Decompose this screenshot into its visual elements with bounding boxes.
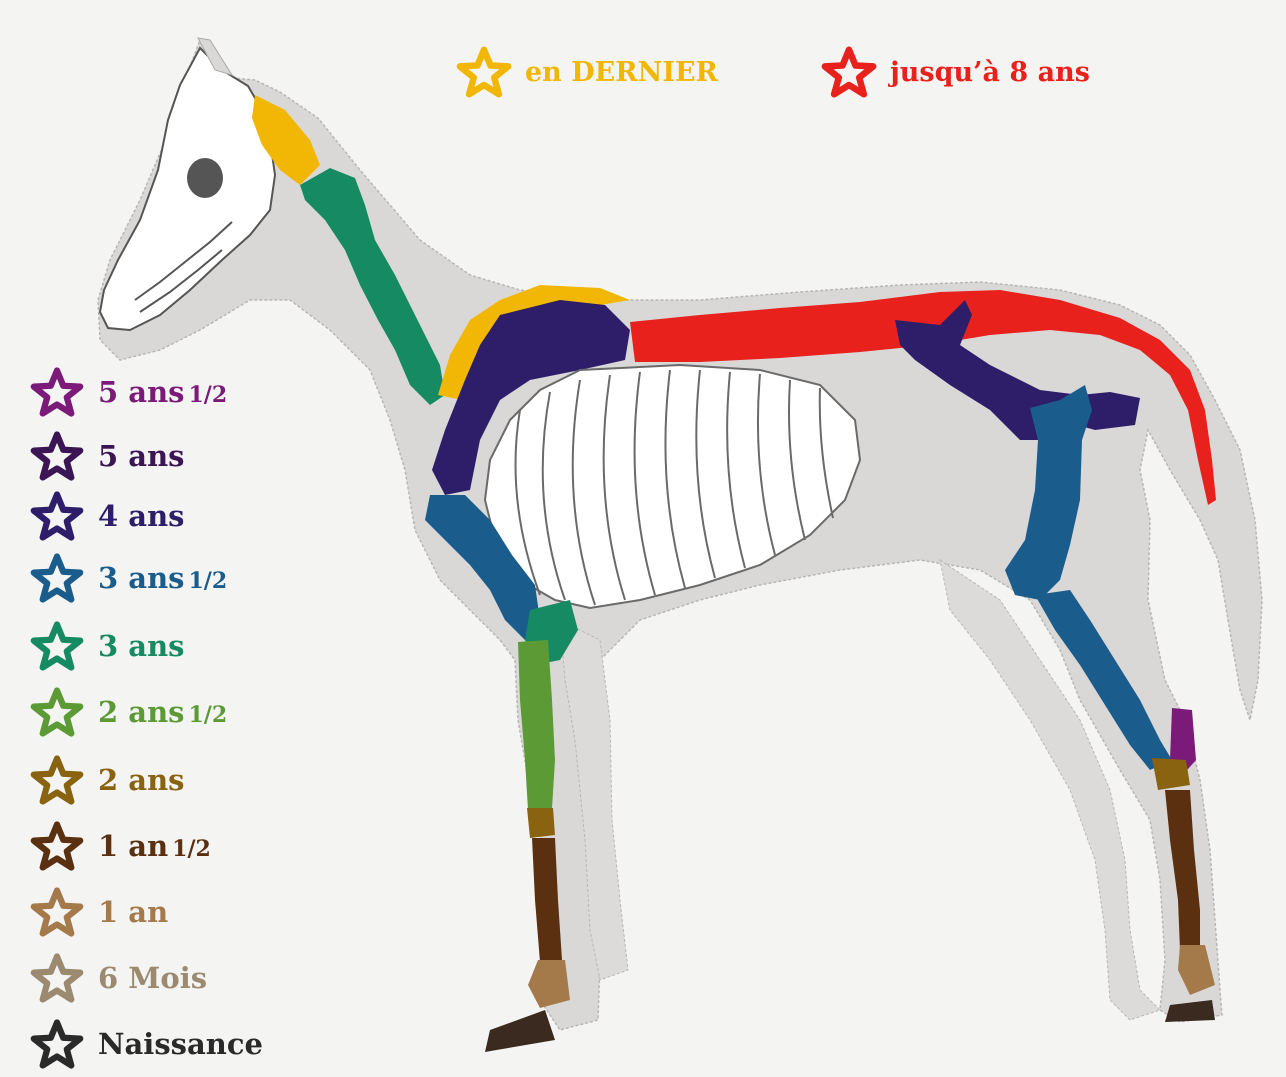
legend-label-main: 2 ans [98,763,184,797]
star-outline-icon [28,621,86,671]
bone-hind-cannon [1152,758,1190,790]
legend-label-suffix: 1/2 [172,836,211,862]
star-outline-icon [28,367,86,417]
star-outline-icon [28,553,86,603]
top-key-label: jusqu’à 8 ans [890,57,1090,88]
legend-item: 5 ans [28,430,184,482]
top-key-label: en DERNIER [525,57,718,88]
legend-label-suffix: 1/2 [188,702,227,728]
legend-label-main: 6 Mois [98,961,207,995]
legend-label-suffix: 1/2 [188,382,227,408]
bone-front-hoof [528,960,570,1008]
star-outline-icon [455,46,513,98]
legend-label-main: 3 ans [98,629,184,663]
legend-label-main: 4 ans [98,499,184,533]
legend-item: 1 an [28,886,168,938]
legend-label: 1 an [98,895,168,929]
star-outline-icon [28,755,86,805]
legend-label-main: 5 ans [98,439,184,473]
star-outline-icon [28,821,86,871]
star-outline-icon [820,46,878,98]
legend-item: 4 ans [28,490,184,542]
legend-label: 2 ans [98,763,184,797]
star-outline-icon [28,1019,86,1069]
star-outline-icon [28,431,86,481]
star-outline-icon [28,687,86,737]
legend-label: 3 ans [98,629,184,663]
top-key-eight-years: jusqu’à 8 ans [820,46,1090,98]
legend-label-main: 1 an [98,895,168,929]
legend-item: 2 ans [28,754,184,806]
legend-label-main: 2 ans [98,695,184,729]
legend-label: 6 Mois [98,961,207,995]
legend-label: 5 ans [98,439,184,473]
legend-item: Naissance [28,1018,263,1070]
star-outline-icon [28,491,86,541]
legend-label-suffix: 1/2 [188,568,227,594]
front-hoof-tip [485,1010,555,1052]
star-outline-icon [28,887,86,937]
legend-label-main: 3 ans [98,561,184,595]
legend-label-main: 5 ans [98,375,184,409]
legend-item: 6 Mois [28,952,207,1004]
legend-label-main: 1 an [98,829,168,863]
legend-label-main: Naissance [98,1027,263,1061]
eye-socket [187,158,223,198]
bone-front-cannon [518,640,555,810]
legend-label: 4 ans [98,499,184,533]
top-key-last: en DERNIER [455,46,718,98]
legend-label: Naissance [98,1027,263,1061]
bone-front-pastern [527,808,555,838]
star-outline-icon [28,953,86,1003]
legend-item: 3 ans [28,620,184,672]
